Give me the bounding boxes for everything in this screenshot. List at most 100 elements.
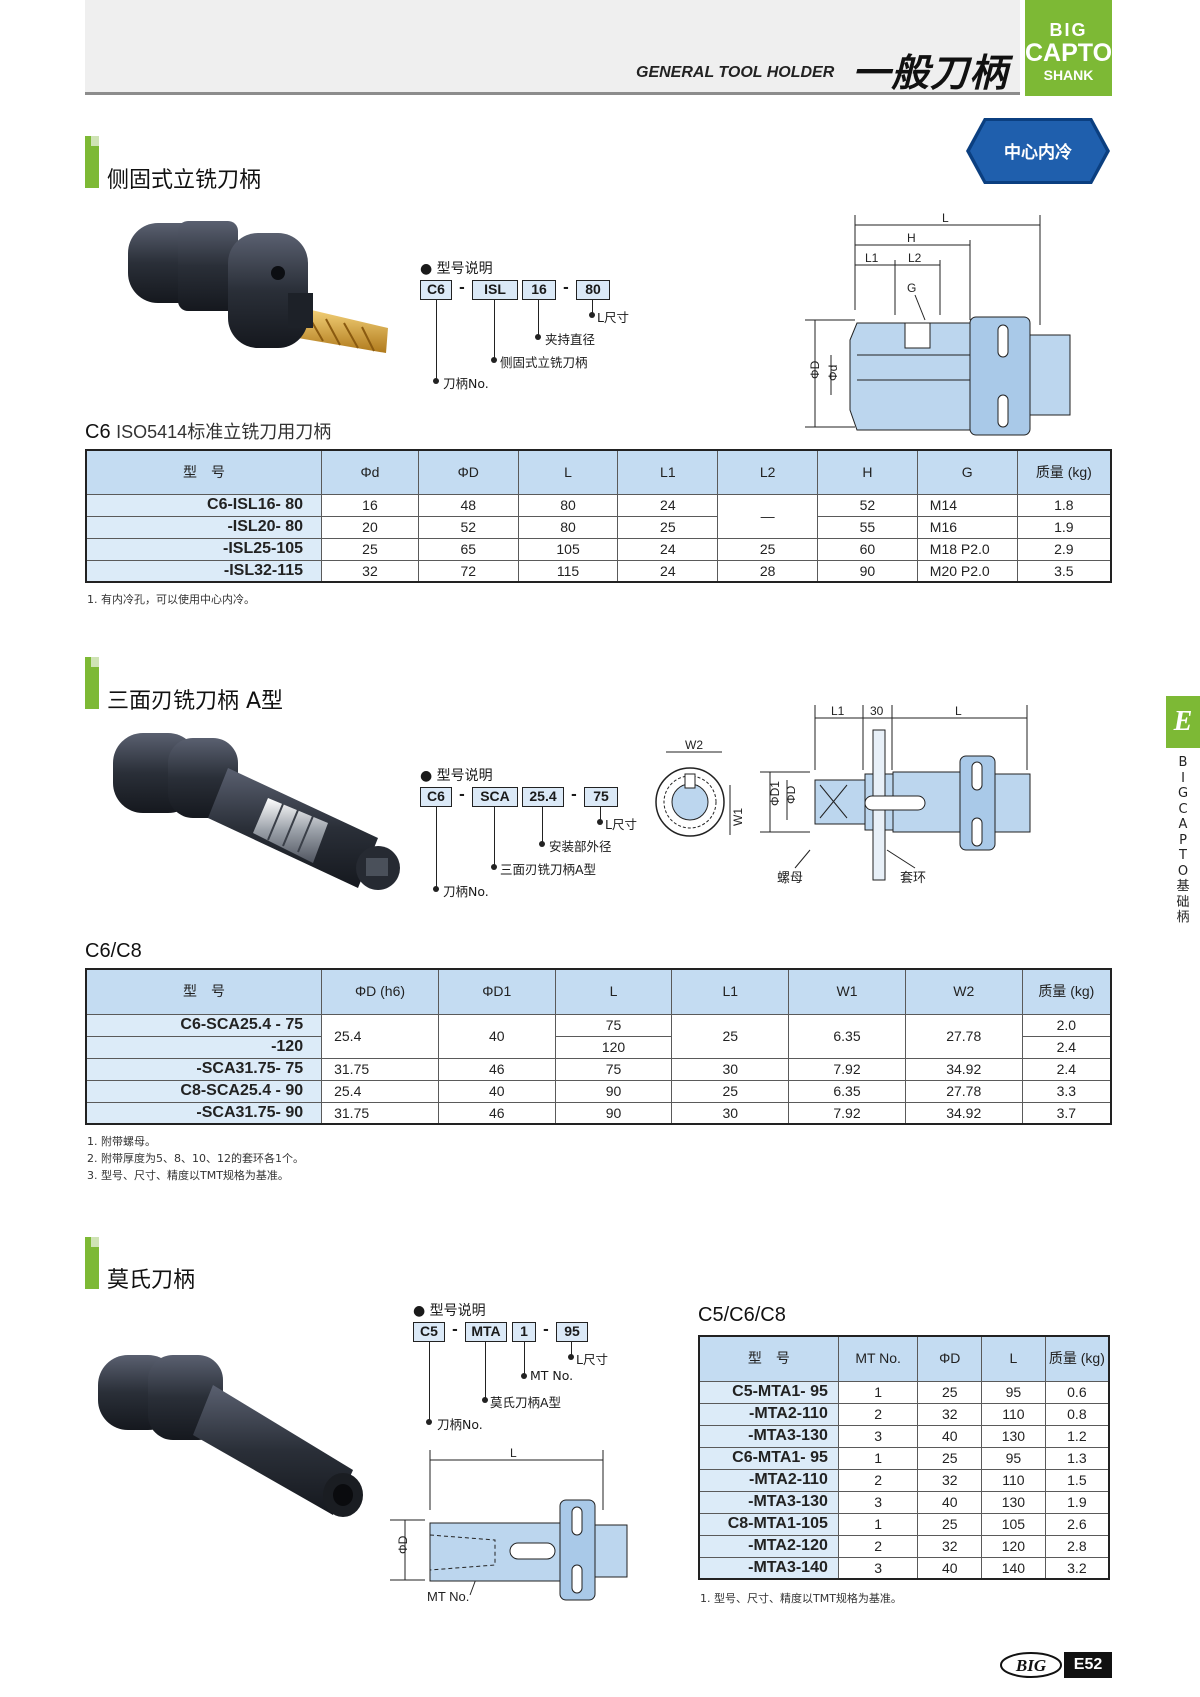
dim-phi-d: ΦD <box>784 785 798 804</box>
section1-table-caption: C6 ISO5414标准立铣刀用刀柄 <box>85 418 331 444</box>
label-nut: 螺母 <box>777 870 803 885</box>
model-dash: - <box>459 280 465 296</box>
section2-table-caption: C6/C8 <box>85 940 142 963</box>
section3-note: 1. 型号、尺寸、精度以TMT规格为基准。 <box>700 1592 902 1605</box>
side-cutter-side-view: L1 30 L ΦD1 ΦD 螺母 套环 <box>760 704 1031 885</box>
model-explain-heading: ● 型号说明 <box>420 261 493 277</box>
th-l2: L2 <box>717 449 819 495</box>
th-mt-no: MT No. <box>837 1335 919 1382</box>
note-line: 2. 附带厚度为5、8、10、12的套环各1个。 <box>87 1152 304 1165</box>
section2-title: 三面刃铣刀柄 A型 <box>107 689 284 714</box>
th-model: 型 号 <box>698 1335 839 1382</box>
side-tab-char: T <box>1179 848 1187 863</box>
brand-shank: SHANK <box>1043 67 1094 83</box>
dim-w1: W1 <box>731 808 745 826</box>
page-number: E52 <box>1064 1652 1112 1678</box>
section2-notes: 1. 附带螺母。 2. 附带厚度为5、8、10、12的套环各1个。 3. 型号、… <box>87 1133 304 1184</box>
label-holder-type: 侧固式立铣刀柄 <box>500 355 588 370</box>
label-holder-type: 三面刃铣刀柄A型 <box>500 862 597 877</box>
label-shank-no: 刀柄No. <box>443 884 489 899</box>
side-tab-letter[interactable]: E <box>1166 696 1200 748</box>
model-explain-heading: ● 型号说明 <box>413 1303 486 1319</box>
th-l: L <box>554 968 673 1015</box>
brand-big: BIG <box>1049 20 1088 40</box>
header-english-title: GENERAL TOOL HOLDER <box>636 64 835 81</box>
section3-table-caption: C5/C6/C8 <box>698 1304 786 1327</box>
label-collar: 套环 <box>900 870 926 885</box>
th-phi-d: ΦD <box>917 1335 983 1382</box>
dim-h: H <box>907 231 916 245</box>
dim-w2: W2 <box>685 740 703 752</box>
dim-phi-d: ΦD <box>396 1535 410 1554</box>
side-tab-char: O <box>1177 863 1189 879</box>
th-g: G <box>916 449 1018 495</box>
th-w2: W2 <box>904 968 1023 1015</box>
dim-phi-d1: ΦD1 <box>768 781 782 806</box>
label-shank-no: 刀柄No. <box>437 1417 483 1432</box>
morse-holder-drawing: L ΦD MT No. <box>390 1446 628 1604</box>
section3-title: 莫氏刀柄 <box>107 1268 196 1293</box>
label-l-dimension: L尺寸 <box>576 1352 608 1367</box>
caption-code: C5/C6/C8 <box>698 1304 786 1326</box>
model-dash: - <box>571 787 577 803</box>
model-part-shank: C6 <box>420 787 452 807</box>
model-part-type: ISL <box>472 280 518 300</box>
model-part-diameter: 25.4 <box>522 787 564 807</box>
model-part-type: SCA <box>472 787 518 807</box>
side-tab-char: A <box>1178 817 1188 832</box>
dim-l: L <box>942 211 949 225</box>
side-tab-char: B <box>1178 755 1188 770</box>
label-holder-type: 莫氏刀柄A型 <box>490 1395 562 1410</box>
brand-box: BIG CAPTO SHANK <box>1025 0 1112 96</box>
footer-logo-text: BIG <box>1015 1656 1047 1675</box>
dim-g: G <box>907 281 916 295</box>
morse-holder-photo <box>98 1355 363 1517</box>
th-model: 型 号 <box>85 968 323 1015</box>
header-chinese-title: 一般刀柄 <box>852 51 1009 95</box>
model-part-shank: C5 <box>413 1322 445 1342</box>
dim-l2: L2 <box>908 251 922 265</box>
model-dash: - <box>459 787 465 803</box>
side-cutter-end-view: W2 W1 <box>655 740 745 837</box>
section1-table: 型 号 Φd ΦD L L1 L2 H G 质量 (kg) C6-ISL16- … <box>85 449 1112 583</box>
label-mt-no: MT No. <box>530 1368 574 1383</box>
label-clamp-diameter: 夹持直径 <box>545 332 596 347</box>
dim-l1: L1 <box>831 704 845 718</box>
big-logo-icon: BIG <box>1000 1652 1062 1678</box>
model-dash: - <box>452 1322 458 1338</box>
note-line: 3. 型号、尺寸、精度以TMT规格为基准。 <box>87 1169 289 1182</box>
label-mount-diameter: 安装部外径 <box>549 839 612 854</box>
side-tab-char: G <box>1177 786 1189 801</box>
note-line: 1. 附带螺母。 <box>87 1135 156 1148</box>
model-part-length: 75 <box>584 787 618 807</box>
section1-note: 1. 有内冷孔，可以使用中心内冷。 <box>87 593 255 606</box>
th-phi-big-d: ΦD <box>417 449 519 495</box>
side-tab-char: P <box>1179 832 1187 848</box>
header-divider <box>85 92 1020 95</box>
label-l-dimension: L尺寸 <box>597 310 629 325</box>
th-phi-d1: ΦD1 <box>437 968 556 1015</box>
model-part-shank: C6 <box>420 280 452 300</box>
model-part-diameter: 16 <box>522 280 556 300</box>
section2-marker <box>85 657 99 709</box>
dim-l: L <box>510 1446 517 1460</box>
side-tab-char: 基 <box>1176 879 1190 894</box>
th-l1: L1 <box>617 449 719 495</box>
model-part-length: 80 <box>576 280 610 300</box>
caption-code: C6/C8 <box>85 940 142 962</box>
caption-code: C6 <box>85 421 111 443</box>
side-tab-char: C <box>1178 801 1188 817</box>
brand-capto: CAPTO <box>1025 39 1113 67</box>
th-mass: 质量 (kg) <box>1044 1335 1110 1382</box>
